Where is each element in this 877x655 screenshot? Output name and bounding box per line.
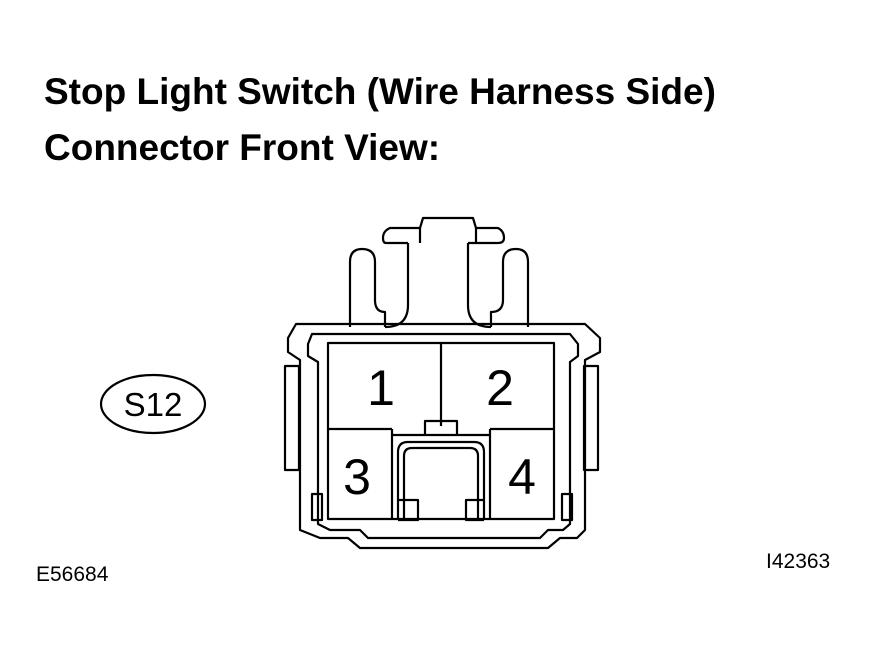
- pin-4-label: 4: [508, 449, 536, 505]
- pin-3-label: 3: [343, 449, 371, 505]
- connector-housing: [283, 216, 602, 550]
- figure-code-left: E56684: [36, 563, 109, 586]
- diagram-title-line-1: Stop Light Switch (Wire Harness Side): [44, 71, 716, 112]
- connector-id-label: S12: [124, 386, 183, 423]
- pin-2-label: 2: [486, 360, 514, 416]
- pin-1-label: 1: [367, 360, 395, 416]
- diagram-title-line-2: Connector Front View:: [44, 127, 441, 168]
- connector-id-badge: S12: [99, 373, 207, 435]
- figure-code-right: I42363: [766, 550, 831, 573]
